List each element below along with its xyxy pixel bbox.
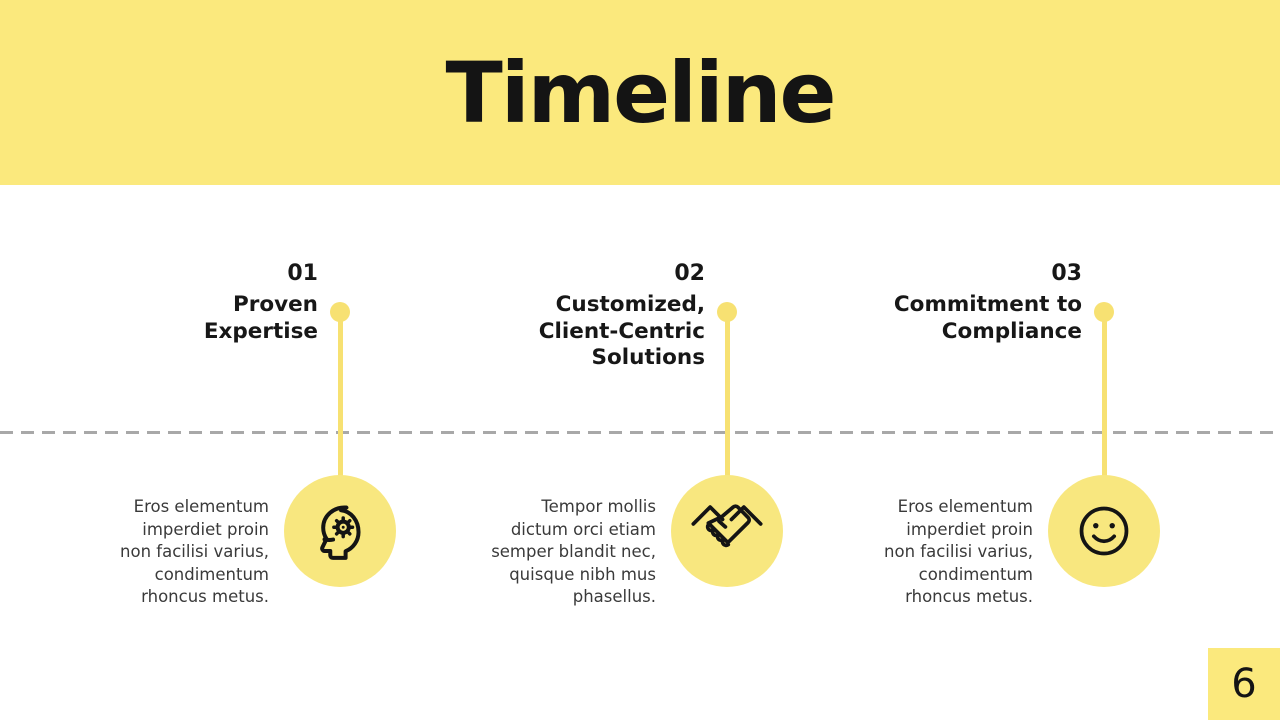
timeline-dot xyxy=(330,302,350,322)
slide-title: Timeline xyxy=(445,43,837,142)
page-number-badge: 6 xyxy=(1208,648,1280,720)
handshake-icon xyxy=(691,504,763,548)
item-title: Proven Expertise xyxy=(203,292,318,344)
item-description: Tempor mollis dictum orci etiam semper b… xyxy=(491,497,656,606)
page-number: 6 xyxy=(1231,661,1257,707)
head-gear-icon xyxy=(320,505,361,560)
item-title: Commitment to Compliance xyxy=(893,292,1082,344)
timeline-dot xyxy=(717,302,737,322)
item-heading: 01 Proven Expertise xyxy=(0,261,318,345)
item-heading: 03 Commitment to Compliance xyxy=(762,261,1082,345)
timeline-connector xyxy=(337,311,343,533)
timeline-axis xyxy=(0,431,1280,434)
icon-bubble xyxy=(671,475,783,587)
item-description: Eros elementum imperdiet proin non facil… xyxy=(884,497,1033,606)
item-number: 02 xyxy=(674,261,705,286)
header-band: Timeline xyxy=(0,0,1280,185)
item-number: 03 xyxy=(1051,261,1082,286)
smiley-icon xyxy=(1079,506,1129,556)
item-number: 01 xyxy=(287,261,318,286)
timeline-dot xyxy=(1094,302,1114,322)
timeline-connector xyxy=(724,311,730,533)
icon-bubble xyxy=(284,475,396,587)
item-title: Customized, Client-Centric Solutions xyxy=(538,292,705,370)
timeline-connector xyxy=(1101,311,1107,533)
item-description: Eros elementum imperdiet proin non facil… xyxy=(120,497,269,606)
item-heading: 02 Customized, Client-Centric Solutions xyxy=(385,261,705,372)
icon-bubble xyxy=(1048,475,1160,587)
